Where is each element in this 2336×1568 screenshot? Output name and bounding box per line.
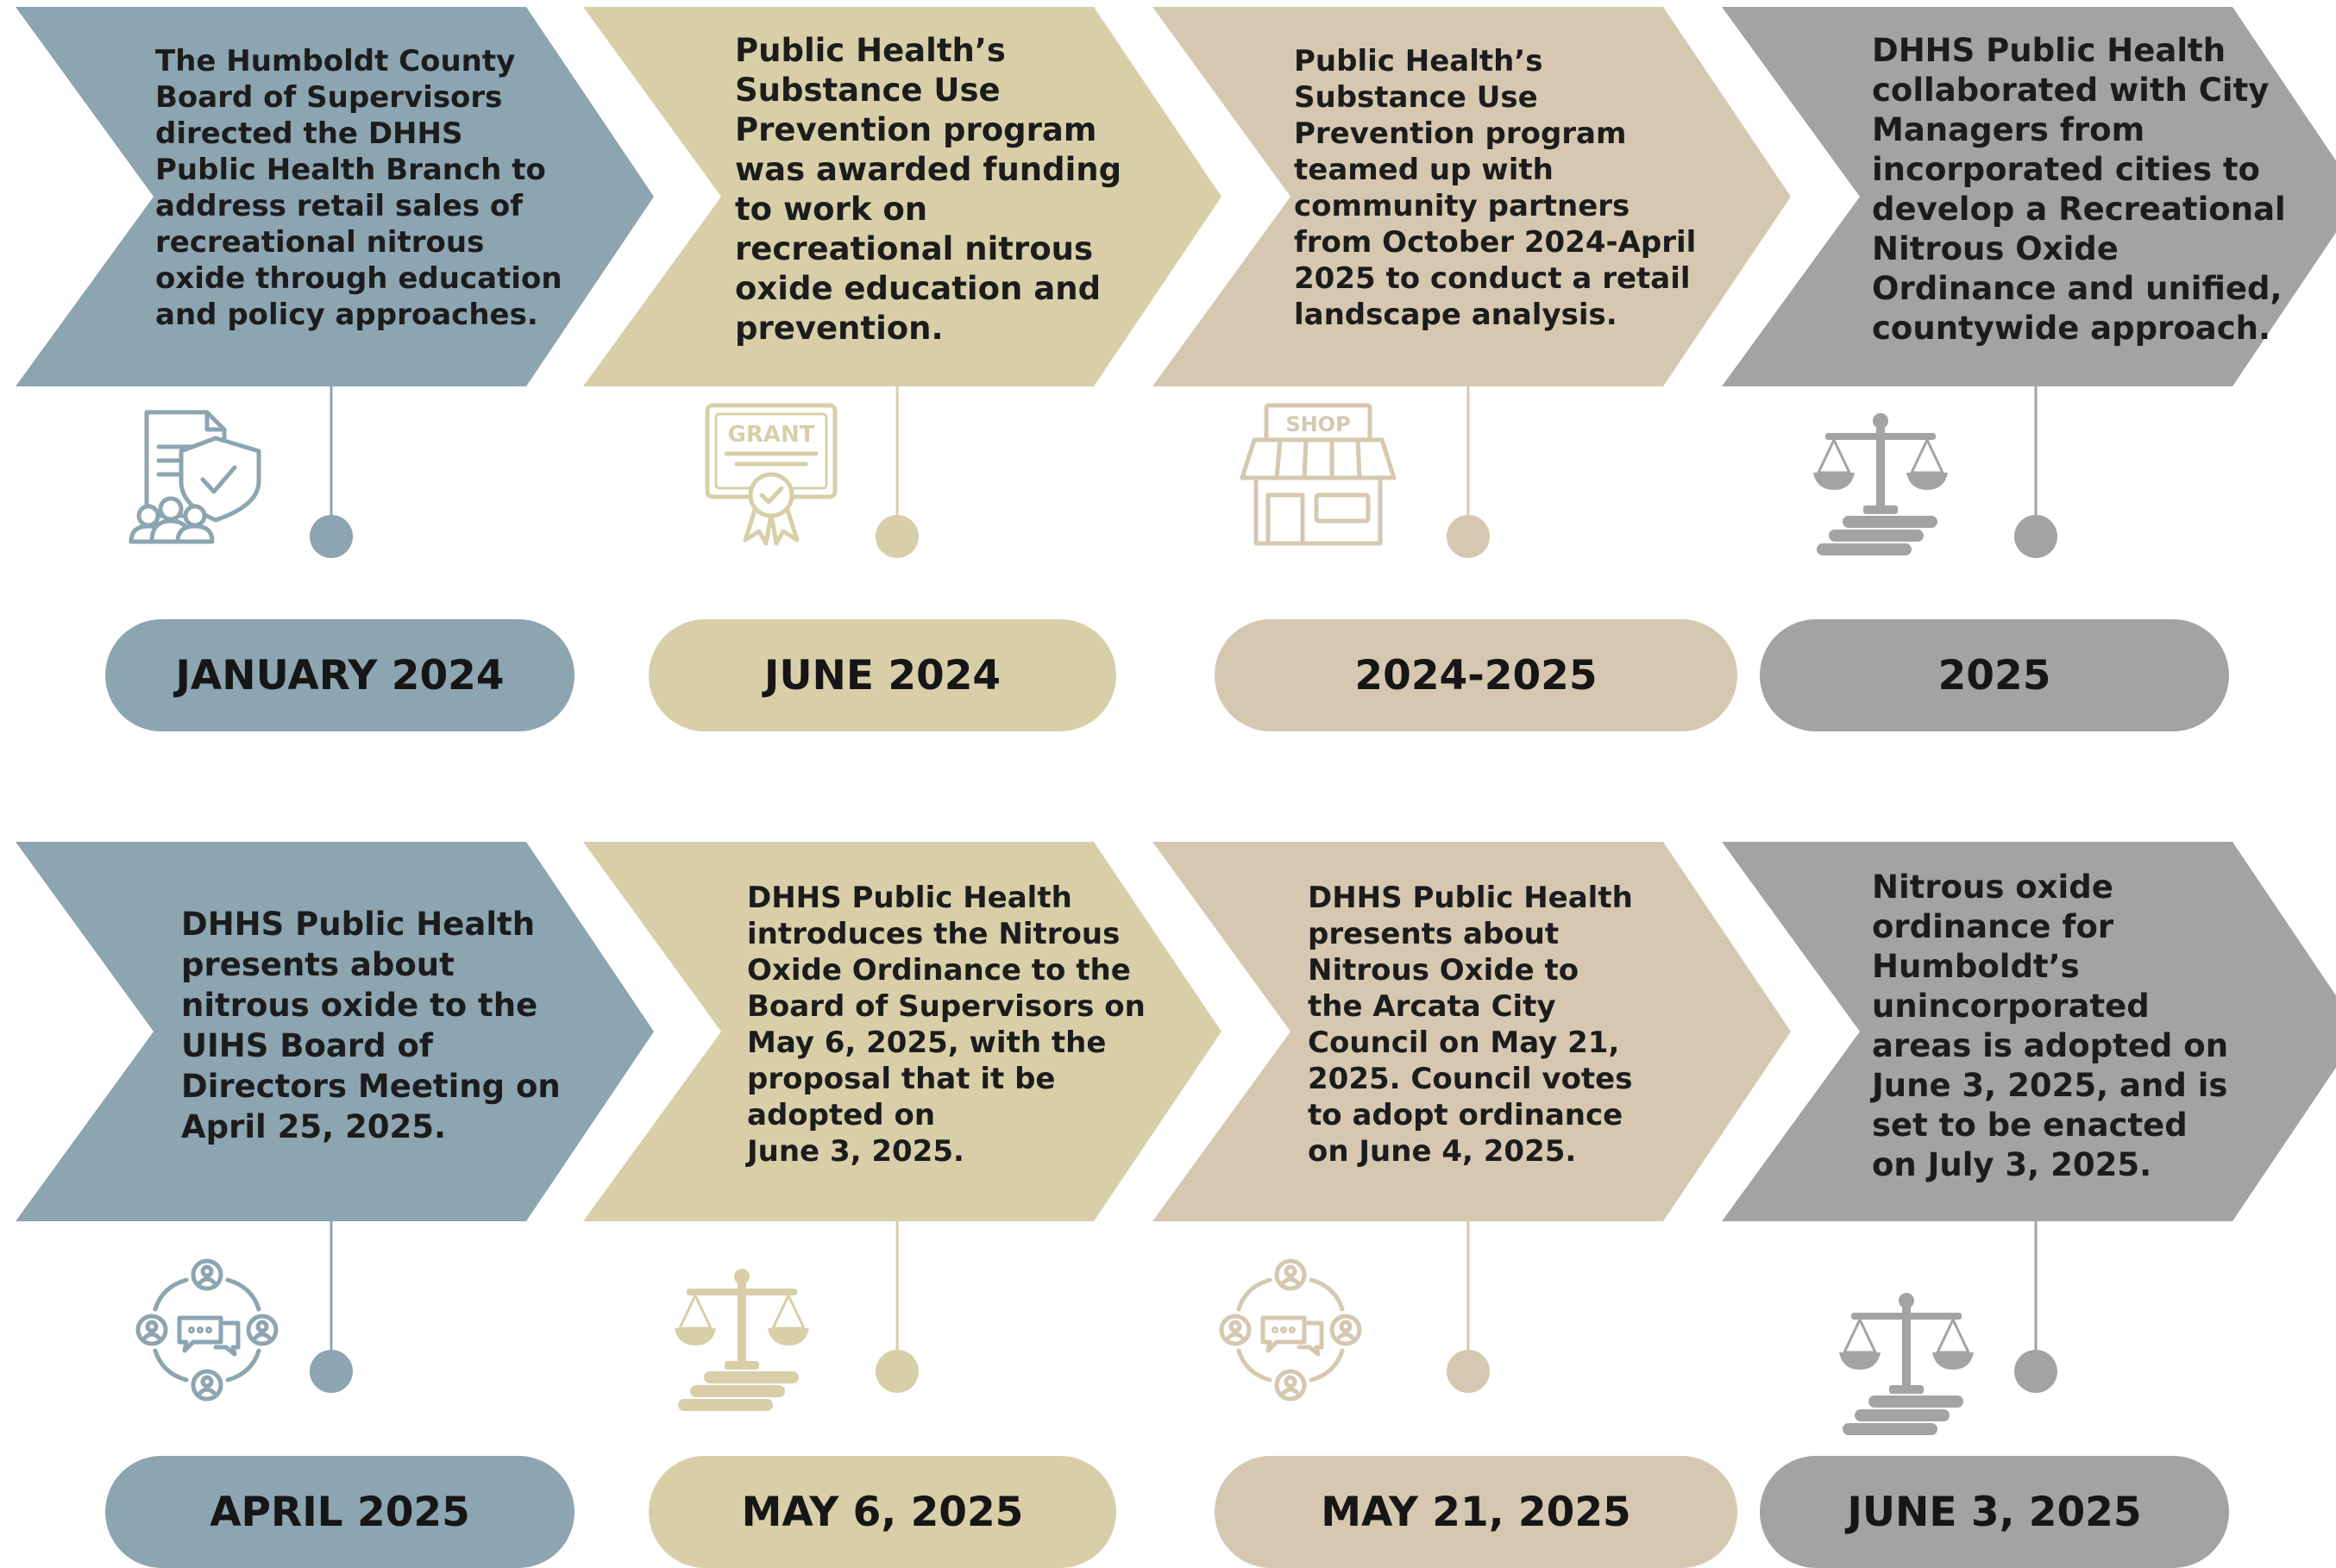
milestone-arrow-1-1 [583,842,1221,1221]
milestone-date-pill: 2025 [1760,619,2229,731]
connector-dot [310,1350,353,1393]
milestone-arrow-1-3 [1722,842,2336,1221]
community-discussion-icon [1219,1258,1362,1402]
milestone-date-pill: 2024-2025 [1215,619,1737,731]
connector-dot [1447,515,1490,558]
milestone-description: Public Health’s Substance Use Prevention… [735,32,1122,347]
milestone-date-pill: MAY 21, 2025 [1215,1456,1737,1568]
milestone-date-pill: JUNE 3, 2025 [1760,1456,2229,1568]
milestone-description: The Humboldt County Board of Supervisors… [155,44,562,332]
scales-of-justice-icon [1813,413,1948,555]
connector-dot [2014,1350,2057,1393]
milestone-arrow-0-0 [16,7,654,386]
milestone-date-pill: APRIL 2025 [105,1456,575,1568]
milestone-arrow-0-1 [583,7,1221,386]
connector-dot [1447,1350,1490,1393]
milestone-description: DHHS Public Health presents about Nitrou… [1308,881,1633,1169]
grant-icon-label: GRANT [728,422,815,448]
connector-dot [310,515,353,558]
connector-dot [876,1350,919,1393]
grant-certificate-icon: GRANT [705,403,838,546]
shop-icon-label: SHOP [1285,412,1350,436]
milestone-description: DHHS Public Health presents about nitrou… [181,906,561,1145]
community-discussion-icon [135,1258,279,1402]
milestone-description: Public Health’s Substance Use Prevention… [1294,44,1697,332]
scales-of-justice-icon [1839,1293,1974,1435]
shop-storefront-icon: SHOP [1240,403,1397,546]
milestone-arrow-0-2 [1152,7,1791,386]
milestone-arrow-1-2 [1152,842,1791,1221]
milestone-description: Nitrous oxide ordinance for Humboldt’s u… [1872,869,2229,1183]
milestone-date-pill: JUNE 2024 [649,619,1116,731]
connector-dot [2014,515,2057,558]
milestone-date-pill: MAY 6, 2025 [649,1456,1116,1568]
milestone-arrow-0-3 [1722,7,2336,386]
milestone-description: DHHS Public Health collaborated with Cit… [1872,32,2286,347]
milestone-arrow-1-0 [16,842,654,1221]
connector-dot [876,515,919,558]
milestone-description: DHHS Public Health introduces the Nitrou… [747,881,1146,1169]
policy-document-shield-group-icon [129,410,261,544]
scales-of-justice-icon [675,1269,809,1411]
milestone-date-pill: JANUARY 2024 [105,619,575,731]
